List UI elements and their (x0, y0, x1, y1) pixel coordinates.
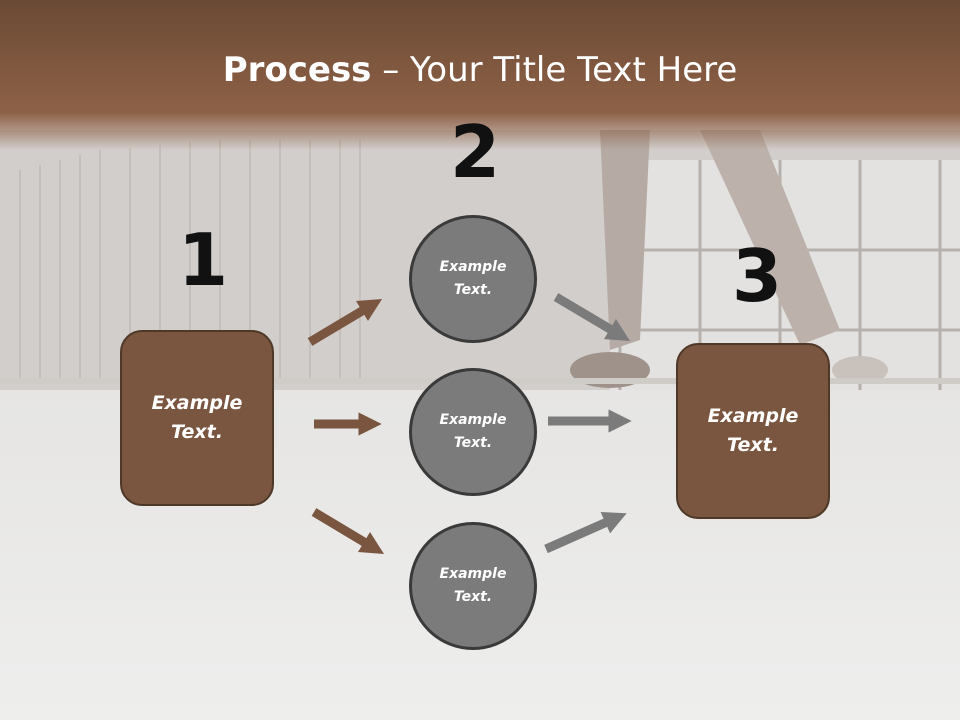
step-box-3-line1: Example (707, 405, 799, 427)
title-bar (0, 0, 960, 150)
step-number-2: 2 (450, 110, 501, 194)
title-bold: Process (222, 50, 372, 90)
step-circle-1-line1: Example (439, 259, 507, 275)
arrow-left-to-bottom (311, 508, 385, 555)
title-rest: – Your Title Text Here (371, 50, 738, 90)
step-circle-2-line2: Text. (453, 435, 493, 451)
arrow-bottom-to-right (544, 512, 627, 554)
step-circle-2-line1: Example (439, 412, 507, 428)
step-number-3: 3 (732, 234, 783, 318)
step-box-1-line2: Text. (171, 421, 223, 443)
step-number-1: 1 (178, 218, 229, 302)
step-circle-3-line2: Text. (453, 589, 493, 605)
slide-title: Process – Your Title Text Here (0, 50, 960, 90)
arrow-left-to-top (307, 299, 383, 346)
step-circle-1-line2: Text. (453, 282, 493, 298)
arrow-top-to-right (553, 293, 631, 341)
step-box-1-line1: Example (151, 392, 243, 414)
step-box-3-line2: Text. (727, 434, 779, 456)
step-circle-3-line1: Example (439, 566, 507, 582)
